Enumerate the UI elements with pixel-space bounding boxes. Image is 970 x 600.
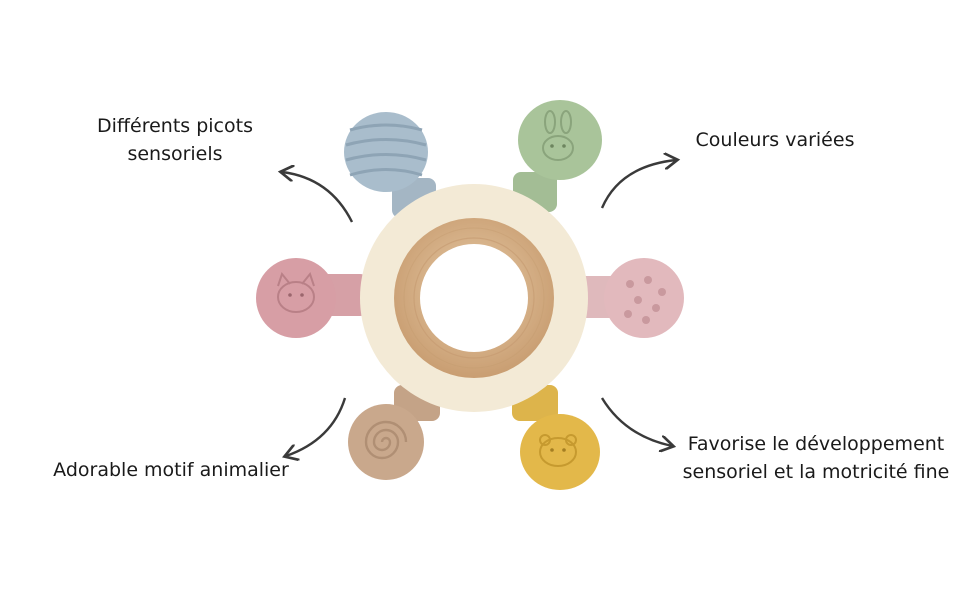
callout-animal-motif: Adorable motif animalier bbox=[46, 456, 296, 484]
callout-development-line1: Favorise le développement bbox=[687, 433, 945, 455]
beige-spiral-tip bbox=[348, 404, 424, 480]
callout-varied-colors-line1: Couleurs variées bbox=[695, 129, 855, 151]
blue-ribbed-tip bbox=[344, 112, 428, 192]
callout-sensory-nubs-line2: sensoriels bbox=[127, 143, 223, 165]
arrow-top-left bbox=[282, 172, 354, 223]
callout-sensory-nubs: Différents picots sensoriels bbox=[80, 112, 270, 168]
callout-varied-colors: Couleurs variées bbox=[690, 126, 860, 154]
callout-sensory-nubs-line1: Différents picots bbox=[97, 115, 253, 137]
arrow-top-right bbox=[600, 160, 676, 209]
callout-animal-motif-line1: Adorable motif animalier bbox=[53, 459, 289, 481]
teething-ring bbox=[360, 184, 588, 412]
green-rabbit-tip bbox=[518, 100, 602, 180]
yellow-animal-tip bbox=[520, 414, 600, 490]
callout-development: Favorise le développement sensoriel et l… bbox=[676, 430, 956, 486]
rose-bumpy-tip bbox=[604, 258, 684, 338]
arrow-bottom-right bbox=[600, 397, 672, 446]
callout-development-line2: sensoriel et la motricité fine bbox=[682, 461, 950, 483]
pink-cat-tip bbox=[256, 258, 336, 338]
arrow-bottom-left bbox=[286, 397, 347, 456]
